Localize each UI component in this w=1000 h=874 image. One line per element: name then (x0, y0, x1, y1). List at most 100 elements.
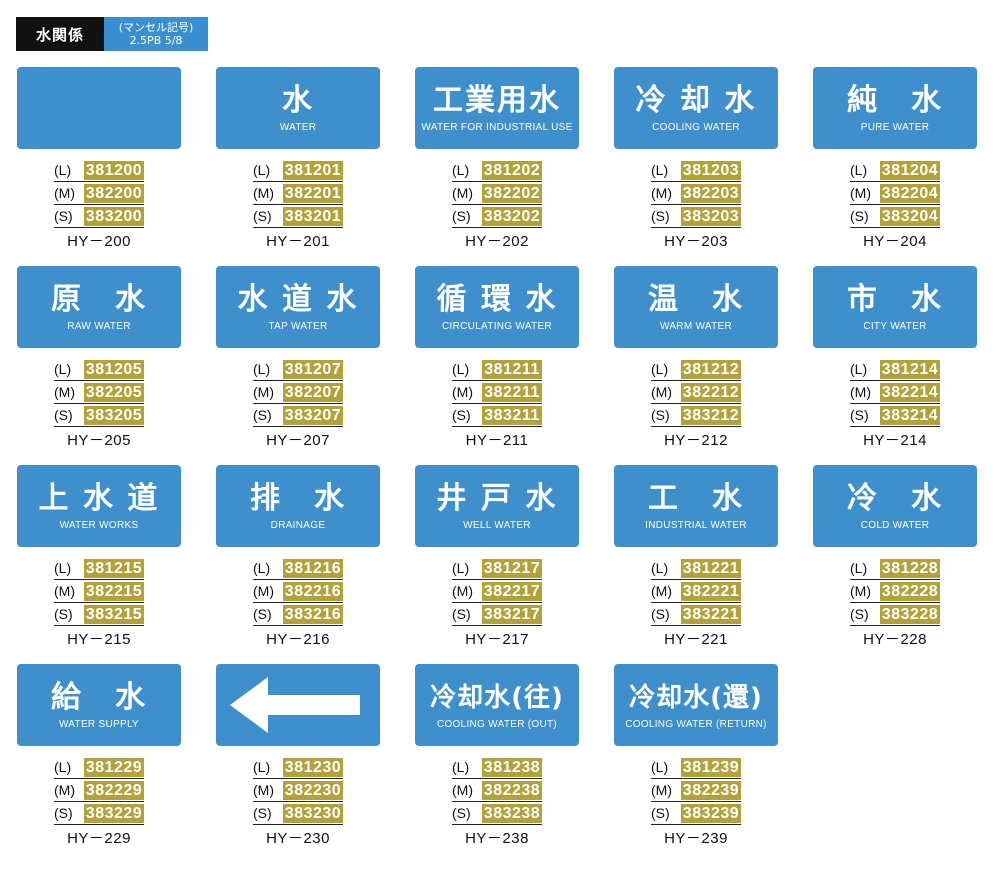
code-table: (L)381215 (M)382215 (S)383215 (54, 557, 144, 626)
product-code: 381202 (482, 160, 542, 180)
code-row-m: (M)382202 (452, 182, 542, 205)
munsell-label: (マンセル記号) (118, 21, 194, 34)
product-item[interactable]: (L)381230 (M)382230 (S)383230 HY－230 (216, 664, 380, 848)
code-row-m: (M)382200 (54, 182, 144, 205)
product-code: 383203 (681, 206, 741, 226)
code-table: (L)381200 (M)382200 (S)383200 (54, 159, 144, 228)
product-code: 381207 (283, 359, 343, 379)
sign-jp-text: 工業用水 (433, 82, 561, 118)
model-number: HY－202 (465, 233, 529, 250)
size-label: (S) (253, 805, 272, 821)
size-label: (L) (253, 560, 271, 576)
code-row-l: (L) 381207 (253, 358, 343, 381)
product-item[interactable]: 排 水 DRAINAGE (L)381216 (M)382216 (S)3832… (216, 465, 380, 649)
model-number: HY－201 (266, 233, 330, 250)
sign: 井 戸 水 WELL WATER (415, 465, 579, 547)
product-item[interactable]: 水 WATER (L)381201 (M)382201 (S)383201 HY… (216, 67, 380, 251)
model-number: HY－212 (664, 432, 728, 449)
product-code: 383216 (283, 604, 343, 624)
product-item[interactable]: 井 戸 水 WELL WATER (L)381217 (M)382217 (S)… (415, 465, 579, 649)
product-code: 381215 (84, 558, 144, 578)
sign: 工業用水 WATER FOR INDUSTRIAL USE (415, 67, 579, 149)
product-code: 382204 (880, 183, 940, 203)
code-row-m: (M)382239 (651, 779, 741, 802)
code-row-m: (M)382229 (54, 779, 144, 802)
size-label: (L) (651, 560, 669, 576)
product-code: 382228 (880, 581, 940, 601)
code-row-m: (M)382211 (452, 381, 542, 404)
code-row-l: (L)381211 (452, 358, 542, 381)
sign-jp-text: 水 (282, 82, 314, 118)
product-code: 382229 (84, 780, 144, 800)
model-number: HY－221 (664, 631, 728, 648)
size-label: (L) (253, 361, 271, 377)
product-item[interactable]: 工 水 INDUSTRIAL WATER (L)381221 (M)382221… (614, 465, 778, 649)
product-item[interactable]: 冷却水(往) COOLING WATER (OUT) (L)381238 (M)… (415, 664, 579, 848)
product-code: 383201 (283, 206, 343, 226)
code-table: (L)381205 (M)382205 (S)383205 (54, 358, 144, 427)
code-table: (L)381204 (M)382204 (S)383204 (850, 159, 940, 228)
size-label: (S) (651, 407, 670, 423)
product-item[interactable]: 循 環 水 CIRCULATING WATER (L)381211 (M)382… (415, 266, 579, 450)
product-item[interactable]: 純 水 PURE WATER (L)381204 (M)382204 (S)38… (813, 67, 977, 251)
product-item[interactable]: 冷 却 水 COOLING WATER (L)381203 (M)382203 … (614, 67, 778, 251)
product-code: 381239 (681, 757, 741, 777)
size-label: (L) (651, 162, 669, 178)
size-label: (M) (253, 583, 274, 599)
code-table: (L)381212 (M)382212 (S)383212 (651, 358, 741, 427)
size-label: (S) (651, 606, 670, 622)
code-row-s: (S) 383212 (651, 404, 741, 427)
code-row-l: (L)381201 (253, 159, 343, 182)
code-row-s: (S)383202 (452, 205, 542, 228)
product-code: 383212 (681, 405, 741, 425)
product-item[interactable]: 工業用水 WATER FOR INDUSTRIAL USE (L)381202 … (415, 67, 579, 251)
product-item[interactable]: 上 水 道 WATER WORKS (L)381215 (M)382215 (S… (17, 465, 181, 649)
code-row-s: (S)383200 (54, 205, 144, 228)
code-row-s: (S)383229 (54, 802, 144, 825)
product-item[interactable]: 給 水 WATER SUPPLY (L)381229 (M)382229 (S)… (17, 664, 181, 848)
size-label: (M) (850, 185, 871, 201)
product-item[interactable]: 水 道 水 TAP WATER (L)381207 (M)382207 (S)3… (216, 266, 380, 450)
code-row-l: (L)381230 (253, 756, 343, 779)
product-item[interactable]: (L)381200 (M)382200 (S)383200 HY－200 (17, 67, 181, 251)
size-label: (L) (850, 162, 868, 178)
product-code: 382215 (84, 581, 144, 601)
size-label: (L) (253, 162, 271, 178)
sign-en-text: WATER WORKS (59, 519, 139, 531)
code-row-s: (S)383216 (253, 603, 343, 626)
product-item[interactable]: 冷 水 COLD WATER (L)381228 (M)382228 (S)38… (813, 465, 977, 649)
product-code: 382221 (681, 581, 741, 601)
size-label: (L) (452, 162, 470, 178)
size-label: (L) (54, 162, 72, 178)
product-item[interactable]: 冷却水(還) COOLING WATER (RETURN) (L)381239 … (614, 664, 778, 848)
code-table: (L)381229 (M)382229 (S)383229 (54, 756, 144, 825)
size-label: (M) (850, 384, 871, 400)
product-item[interactable]: 市 水 CITY WATER (L)381214 (M)382214 (S)38… (813, 266, 977, 450)
product-item[interactable]: 温 水 WARM WATER (L)381212 (M)382212 (S)38… (614, 266, 778, 450)
sign-en-text: WATER FOR INDUSTRIAL USE (421, 121, 573, 133)
product-item[interactable]: 原 水 RAW WATER (L)381205 (M)382205 (S)383… (17, 266, 181, 450)
size-label: (M) (850, 583, 871, 599)
model-number: HY－230 (266, 830, 330, 847)
code-row-m: (M)382212 (651, 381, 741, 404)
size-label: (S) (54, 606, 73, 622)
sign-jp-text: 排 水 (250, 480, 346, 516)
model-number: HY－205 (67, 432, 131, 449)
size-label: (S) (452, 606, 471, 622)
product-code: 382205 (84, 382, 144, 402)
size-label: (L) (452, 361, 470, 377)
size-label: (S) (54, 805, 73, 821)
code-table: (L)381203 (M)382203 (S)383203 (651, 159, 741, 228)
sign-jp-text: 純 水 (847, 82, 943, 118)
sign: 上 水 道 WATER WORKS (17, 465, 181, 547)
code-row-m: (M)382205 (54, 381, 144, 404)
model-number: HY－211 (465, 432, 529, 449)
sign-en-text: DRAINAGE (270, 519, 326, 531)
size-label: (L) (850, 560, 868, 576)
sign-en-text: WARM WATER (659, 320, 733, 332)
code-row-l: (L)381205 (54, 358, 144, 381)
sign-arrow (216, 664, 380, 746)
size-label: (M) (253, 185, 274, 201)
size-label: (L) (54, 560, 72, 576)
code-row-m: (M)382217 (452, 580, 542, 603)
